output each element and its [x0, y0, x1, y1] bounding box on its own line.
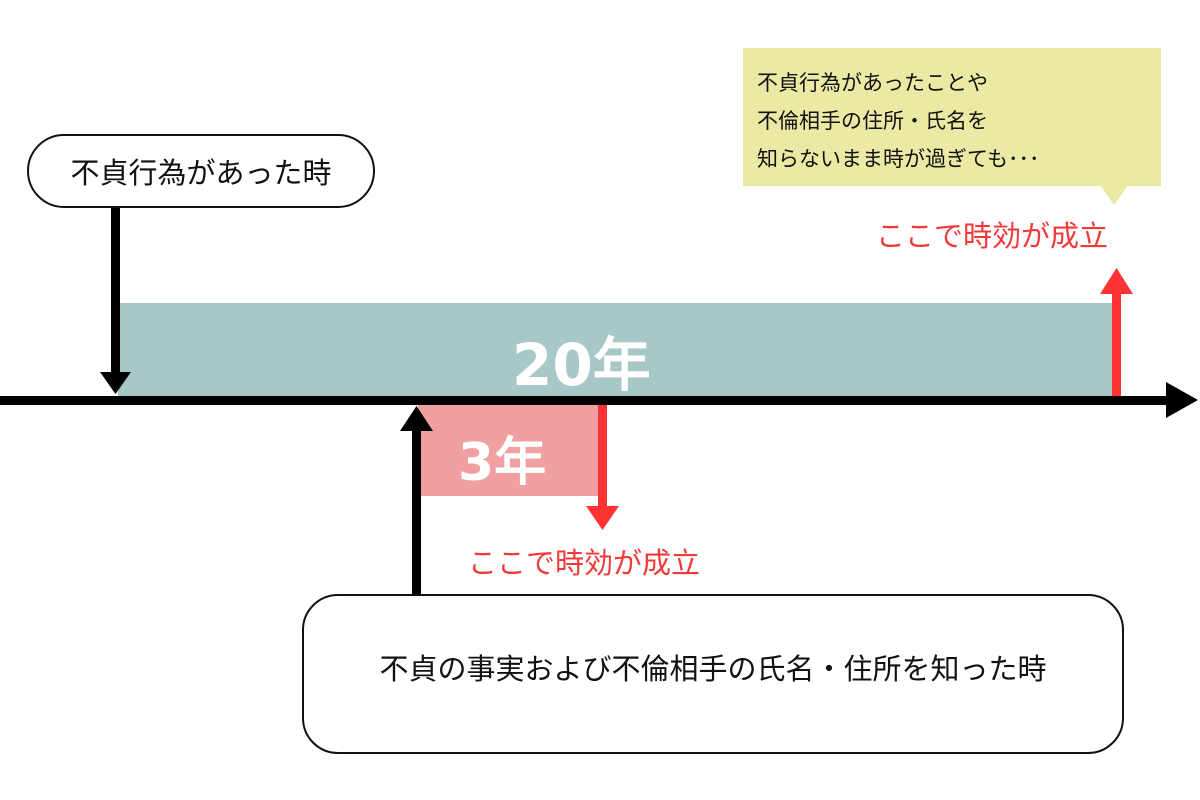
expire-20-label: ここで時効が成立: [876, 219, 1109, 253]
knowledge-up-arrow: [400, 406, 433, 594]
period-3-label: 3年: [458, 433, 547, 493]
timeline-axis: [0, 382, 1198, 418]
event-label-box: 不貞行為があった時: [27, 134, 375, 208]
callout-tail: [1100, 185, 1128, 205]
event-down-arrow: [100, 207, 131, 394]
expire-20-up-arrow: [1100, 268, 1133, 396]
period-20-band: [118, 303, 1113, 399]
period-3-band: [418, 401, 600, 496]
callout-line: 知らないまま時が過ぎても･･･: [757, 147, 1040, 171]
callout-box: 不貞行為があったことや 不倫相手の住所・氏名を 知らないまま時が過ぎても･･･: [743, 48, 1161, 186]
knowledge-label-box: 不貞の事実および不倫相手の氏名・住所を知った時: [302, 594, 1124, 754]
period-20-label: 20年: [512, 331, 651, 399]
expire-3-label: ここで時効が成立: [468, 546, 701, 580]
expire-3-down-arrow: [586, 405, 619, 530]
callout-line: 不倫相手の住所・氏名を: [757, 109, 988, 133]
event-label: 不貞行為があった時: [70, 156, 332, 190]
knowledge-label: 不貞の事実および不倫相手の氏名・住所を知った時: [379, 652, 1047, 686]
callout-line: 不貞行為があったことや: [757, 71, 988, 95]
